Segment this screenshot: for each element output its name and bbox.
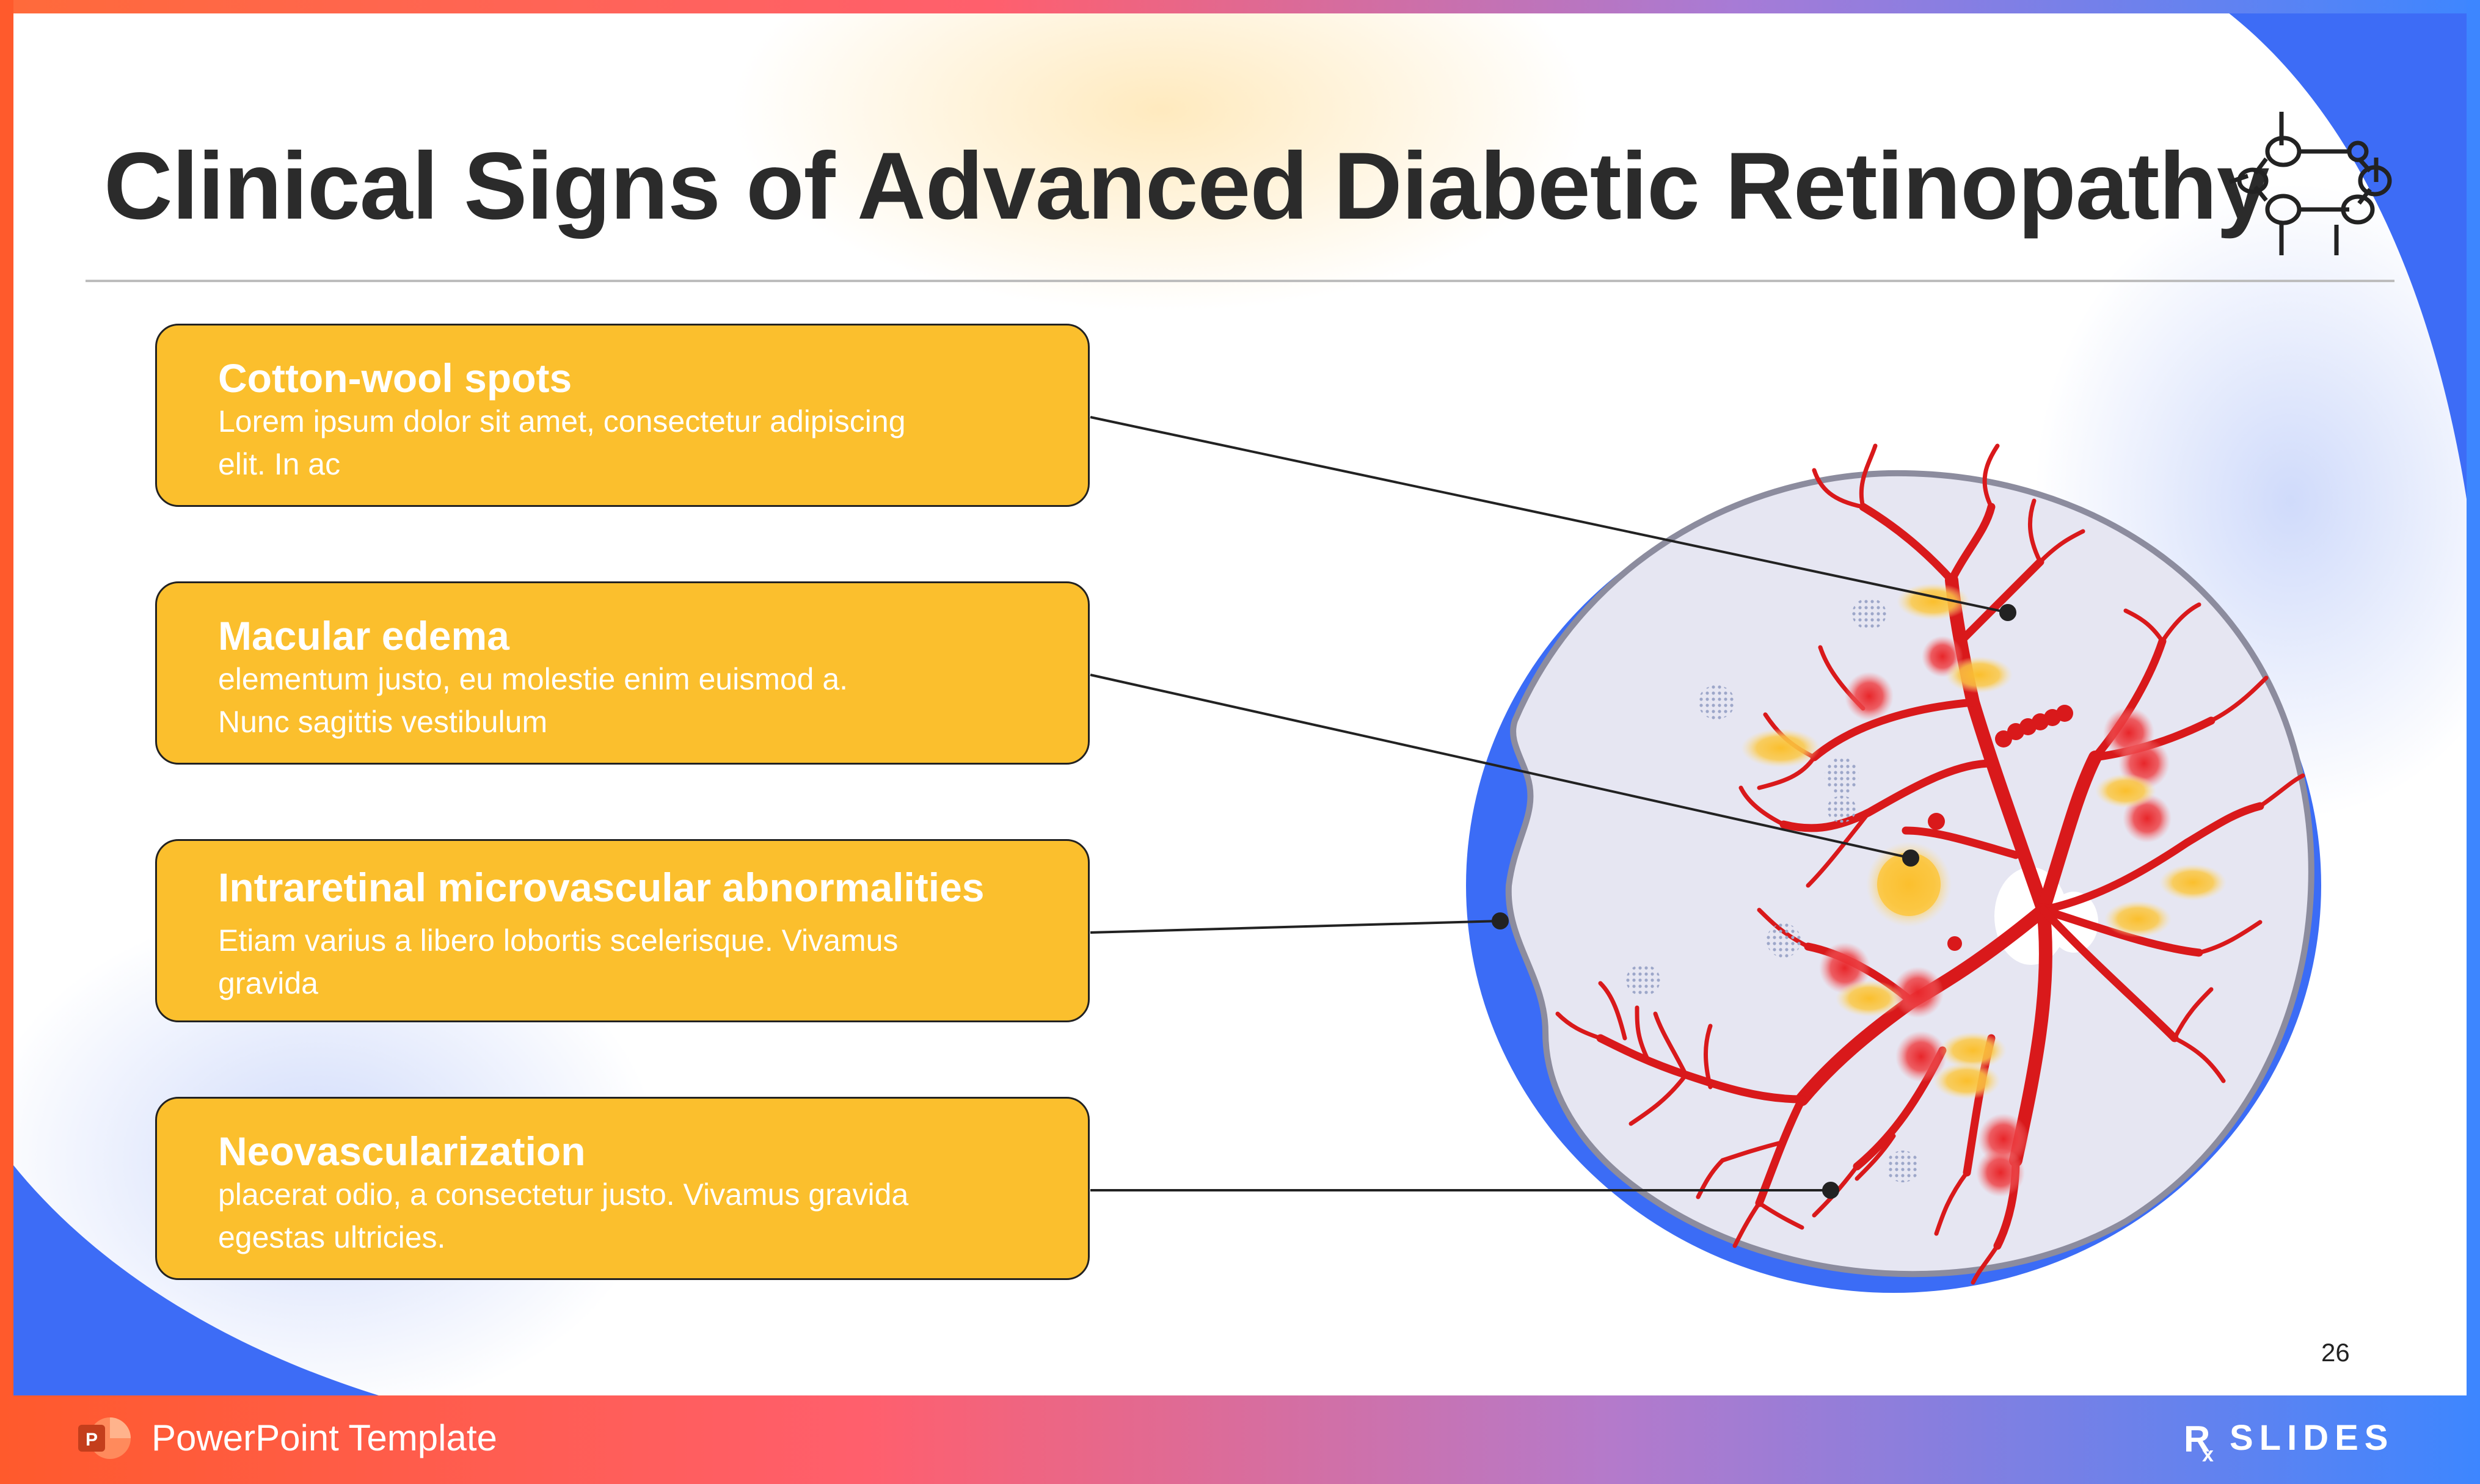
slide-title: Clinical Signs of Advanced Diabetic Reti… [104,133,2270,239]
molecule-icon [2230,112,2392,255]
footer-label: PowerPoint Template [151,1417,497,1458]
svg-text:x: x [2202,1443,2214,1463]
card-text: elementum justo, eu molestie enim euismo… [218,662,848,739]
card-cotton-wool-spots: Cotton-wool spots Lorem ipsum dolor sit … [155,324,1090,507]
rx-slides-logo: R x [2184,1419,2214,1463]
card-text: Etiam varius a libero lobortis scelerisq… [218,923,899,1000]
card-macular-edema: Macular edema elementum justo, eu molest… [155,581,1090,765]
svg-text:R: R [2184,1419,2210,1460]
card-neovascularization: Neovascularization placerat odio, a cons… [155,1097,1090,1280]
powerpoint-icon: P [78,1417,131,1459]
page-number: 26 [2321,1338,2350,1367]
card-text: placerat odio, a consectetur justo. Viva… [218,1177,909,1254]
card-title: Macular edema [218,613,509,658]
card-title: Cotton-wool spots [218,355,572,401]
card-title: Intraretinal microvascular abnormalities [218,865,985,910]
card-irma: Intraretinal microvascular abnormalities… [155,839,1090,1022]
card-title: Neovascularization [218,1129,586,1174]
brand-name: SLIDES [2230,1418,2394,1458]
svg-text:P: P [86,1430,98,1450]
card-text: Lorem ipsum dolor sit amet, consectetur … [218,404,906,481]
